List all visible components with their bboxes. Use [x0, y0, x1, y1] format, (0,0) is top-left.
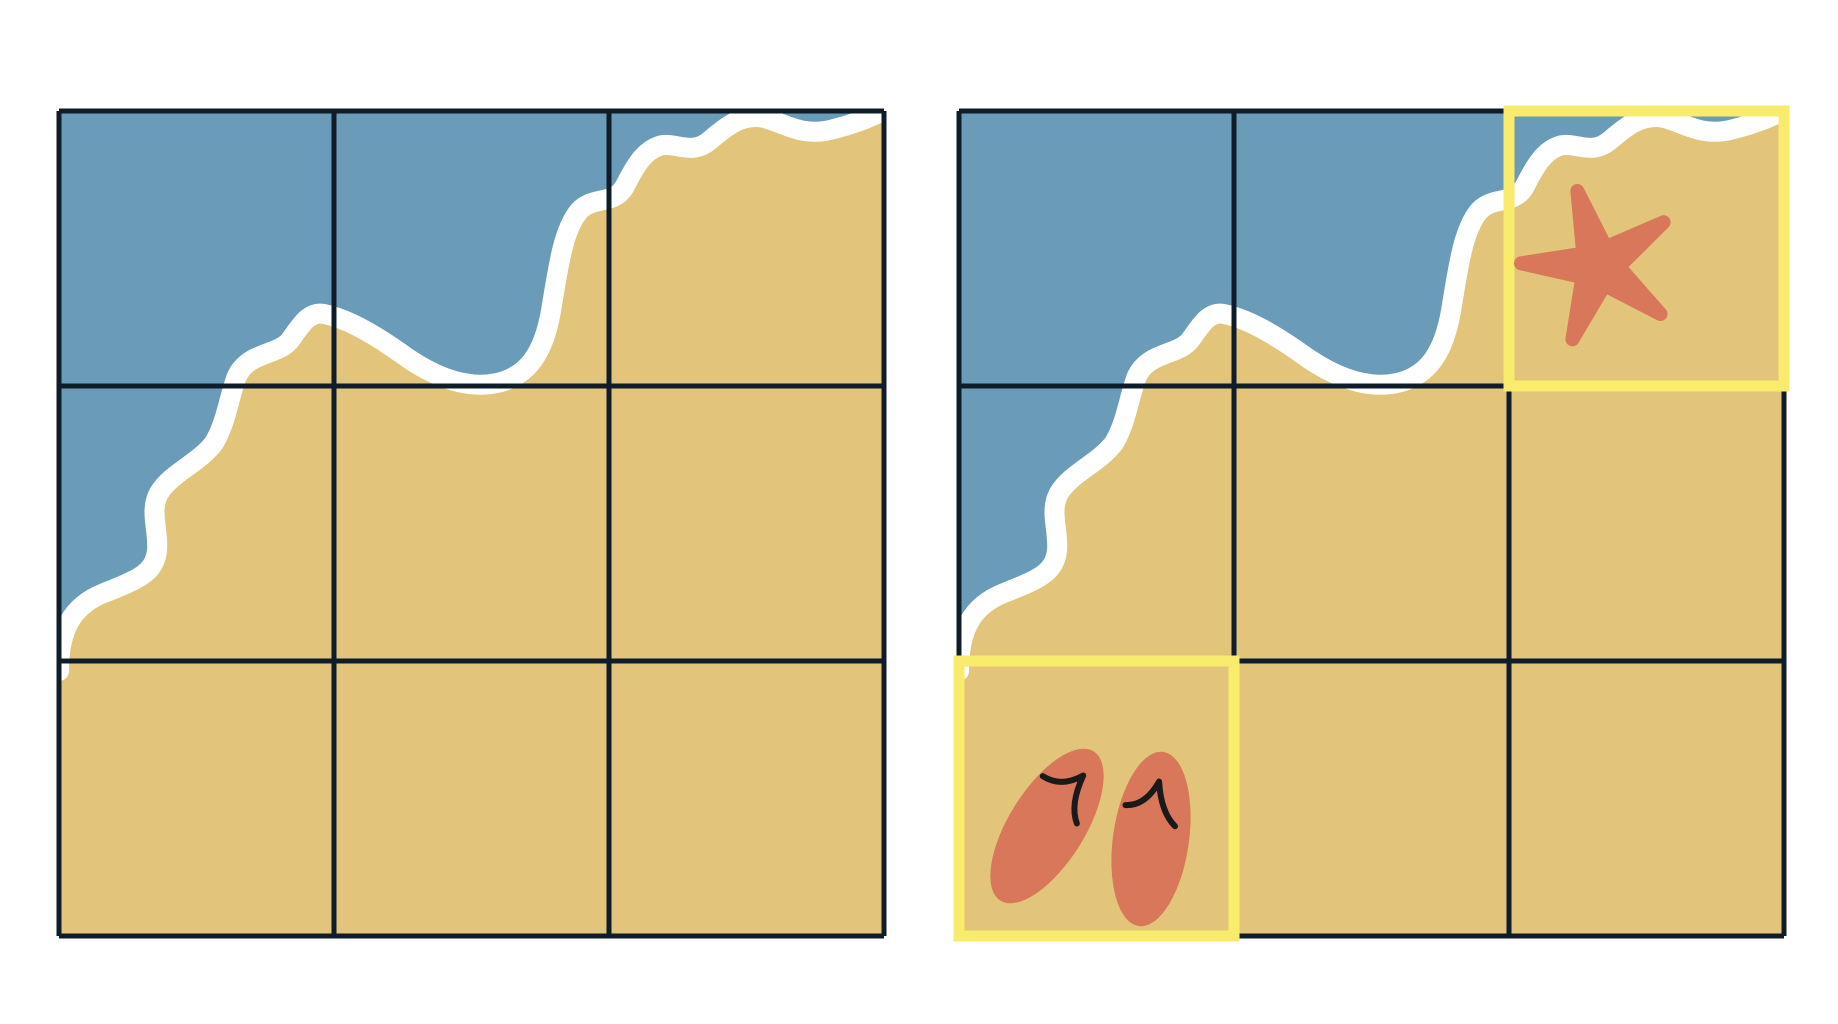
grid-cell-r2-c3[interactable] — [609, 386, 884, 661]
grid-cell-r1-c3[interactable] — [609, 111, 884, 386]
grid-cell-r3-c3[interactable] — [609, 661, 884, 936]
grid-cell-r2-c2[interactable] — [1234, 386, 1509, 661]
grid-cell-r1-c2[interactable] — [334, 111, 609, 386]
grid-cell-r2-c1[interactable] — [59, 386, 334, 661]
wave-foam — [59, 111, 884, 681]
highlight-frame — [1503, 105, 1790, 392]
wave-foam — [959, 111, 1784, 681]
left-grid — [56, 108, 887, 939]
starfish-icon — [1514, 184, 1671, 347]
grid-cell-r2-c2[interactable] — [334, 386, 609, 661]
flip-flops-icon — [990, 748, 1191, 927]
left-sandal — [990, 748, 1104, 904]
grid-cell-r1-c2[interactable] — [1234, 111, 1509, 386]
highlight-frame — [953, 655, 1240, 942]
grid-cell-r2-c1[interactable] — [959, 386, 1234, 661]
grid-cell-r3-c1[interactable] — [59, 661, 334, 936]
grid-cell-r3-c2[interactable] — [334, 661, 609, 936]
water-area — [959, 111, 1784, 671]
right-grid — [953, 105, 1790, 942]
grid-cell-r1-c1[interactable] — [959, 111, 1234, 386]
grid-lines — [56, 108, 887, 939]
right-sandal — [1111, 751, 1191, 927]
grid-cell-r3-c3[interactable] — [1509, 661, 1784, 936]
grid-cell-r1-c1[interactable] — [59, 111, 334, 386]
grid-cell-r3-c2[interactable] — [1234, 661, 1509, 936]
water-area — [59, 111, 884, 671]
grid-cell-r2-c3[interactable] — [1509, 386, 1784, 661]
